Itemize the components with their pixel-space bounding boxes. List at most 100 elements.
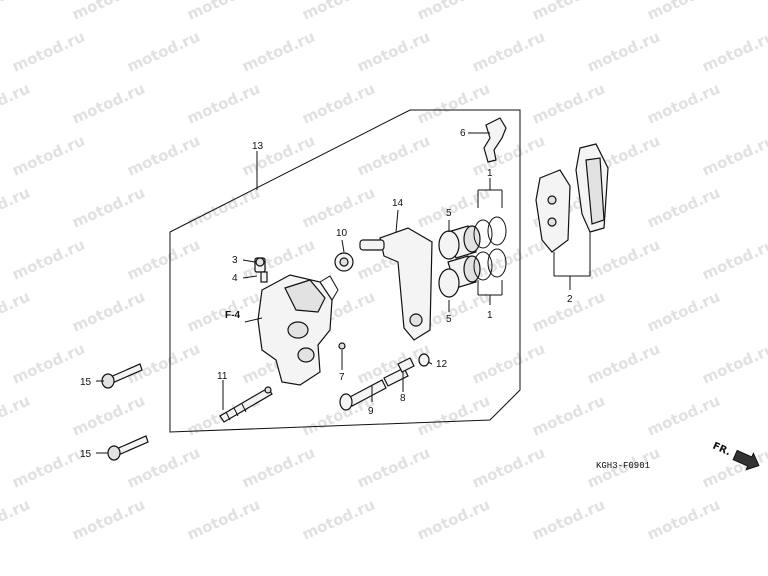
- diagram-code: KGH3-F0901: [596, 461, 650, 471]
- caliper-mounting-bolt-upper: [101, 363, 143, 389]
- watermark-text: motod.ru: [644, 184, 723, 232]
- watermark-text: motod.ru: [124, 444, 203, 492]
- piston-upper: [438, 225, 481, 260]
- pin-boot: [338, 342, 346, 350]
- watermark-text: motod.ru: [239, 132, 318, 180]
- watermark-text: motod.ru: [9, 444, 88, 492]
- callouts: 13 3 4 F-4 11 10 14 7 9 8 12 6 1 5 5 1 2…: [80, 128, 573, 460]
- watermark-text: motod.ru: [69, 392, 148, 440]
- watermark-text: motod.ru: [529, 0, 608, 24]
- caliper-mounting-bolt-lower: [107, 435, 149, 461]
- callout-10: 10: [336, 228, 348, 239]
- boot: [334, 252, 354, 272]
- watermark-text: motod.ru: [414, 392, 493, 440]
- brake-pad-outer: [575, 143, 609, 233]
- callout-15-lower: 15: [80, 449, 92, 460]
- watermark-text: motod.ru: [184, 288, 263, 336]
- callout-3: 3: [232, 255, 238, 266]
- arrow-icon: [732, 449, 760, 471]
- watermark-text: motod.ru: [0, 184, 33, 232]
- pad-pin: [219, 386, 273, 423]
- watermark-text: motod.ru: [124, 340, 203, 388]
- watermark-text: motod.ru: [644, 288, 723, 336]
- watermark-text: motod.ru: [469, 444, 548, 492]
- callout-7: 7: [339, 372, 345, 383]
- watermark-text: motod.ru: [69, 0, 148, 24]
- watermark-text: motod.ru: [9, 340, 88, 388]
- watermark-text: motod.ru: [0, 496, 33, 544]
- washer: [418, 353, 430, 367]
- caliper-bracket: [359, 227, 433, 341]
- watermark-text: motod.ru: [184, 0, 263, 24]
- watermark-text: motod.ru: [469, 132, 548, 180]
- watermark-text: motod.ru: [354, 444, 433, 492]
- watermark-text: motod.ru: [414, 184, 493, 232]
- watermark-text: motod.ru: [299, 184, 378, 232]
- seal-set-upper: [473, 216, 507, 249]
- leader-lines: [96, 132, 591, 454]
- piston-lower: [438, 255, 481, 298]
- callout-13: 13: [252, 141, 264, 152]
- watermark-text: motod.ru: [69, 184, 148, 232]
- callout-5-lower: 5: [446, 314, 452, 325]
- watermark-text: motod.ru: [699, 132, 768, 180]
- watermark-text: motod.ru: [529, 392, 608, 440]
- callout-1-upper: 1: [487, 168, 493, 179]
- watermark-text: motod.ru: [69, 288, 148, 336]
- callout-11: 11: [217, 371, 228, 382]
- watermark-text: motod.ru: [124, 132, 203, 180]
- watermark-text: motod.ru: [9, 132, 88, 180]
- watermark-text: motod.ru: [0, 80, 33, 128]
- watermark-text: motod.ru: [0, 0, 33, 24]
- caliper-body: [257, 274, 339, 386]
- watermark-text: motod.ru: [9, 28, 88, 76]
- watermark-text: motod.ru: [69, 80, 148, 128]
- callout-12: 12: [436, 359, 448, 370]
- watermark-text: motod.ru: [644, 80, 723, 128]
- assembly-outline: [169, 109, 521, 433]
- watermark-text: motod.ru: [299, 496, 378, 544]
- pad-spring: [483, 117, 507, 163]
- watermark-text: motod.ru: [699, 236, 768, 284]
- callout-14: 14: [392, 198, 404, 209]
- callout-1-lower: 1: [487, 310, 493, 321]
- watermark-text: motod.ru: [9, 236, 88, 284]
- bleeder-screw: [254, 257, 268, 283]
- watermark-text: motod.ru: [239, 28, 318, 76]
- watermark-text: motod.ru: [584, 236, 663, 284]
- callout-4: 4: [232, 273, 238, 284]
- callout-2: 2: [567, 294, 573, 305]
- pin-bolt: [339, 367, 409, 411]
- watermark-text: motod.ru: [354, 28, 433, 76]
- front-label: FR.: [711, 441, 732, 459]
- watermark-text: motod.ru: [414, 80, 493, 128]
- seal-set-lower: [473, 248, 507, 281]
- watermark-text: motod.ru: [529, 496, 608, 544]
- watermark-text: motod.ru: [299, 80, 378, 128]
- brake-pad-inner: [535, 169, 571, 253]
- callout-5-upper: 5: [446, 208, 452, 219]
- ref-f4: F-4: [225, 310, 240, 321]
- watermark-text: motod.ru: [239, 444, 318, 492]
- watermark-text: motod.ru: [0, 288, 33, 336]
- watermark-text: motod.ru: [354, 132, 433, 180]
- watermark-text: motod.ru: [469, 28, 548, 76]
- callout-15-upper: 15: [80, 377, 92, 388]
- watermark-text: motod.ru: [184, 80, 263, 128]
- watermark-text: motod.ru: [299, 0, 378, 24]
- watermark-text: motod.ru: [699, 444, 768, 492]
- watermark-text: motod.ru: [414, 496, 493, 544]
- watermark-text: motod.ru: [644, 496, 723, 544]
- watermark-text: motod.ru: [69, 496, 148, 544]
- watermark-text: motod.ru: [414, 0, 493, 24]
- watermark-text: motod.ru: [124, 28, 203, 76]
- watermark-text: motod.ru: [699, 28, 768, 76]
- watermark-text: motod.ru: [184, 496, 263, 544]
- watermark-text: motod.ru: [529, 80, 608, 128]
- watermark-text: motod.ru: [584, 28, 663, 76]
- watermark-text: motod.ru: [644, 0, 723, 24]
- callout-9: 9: [368, 406, 374, 417]
- slide-pin: [397, 357, 415, 373]
